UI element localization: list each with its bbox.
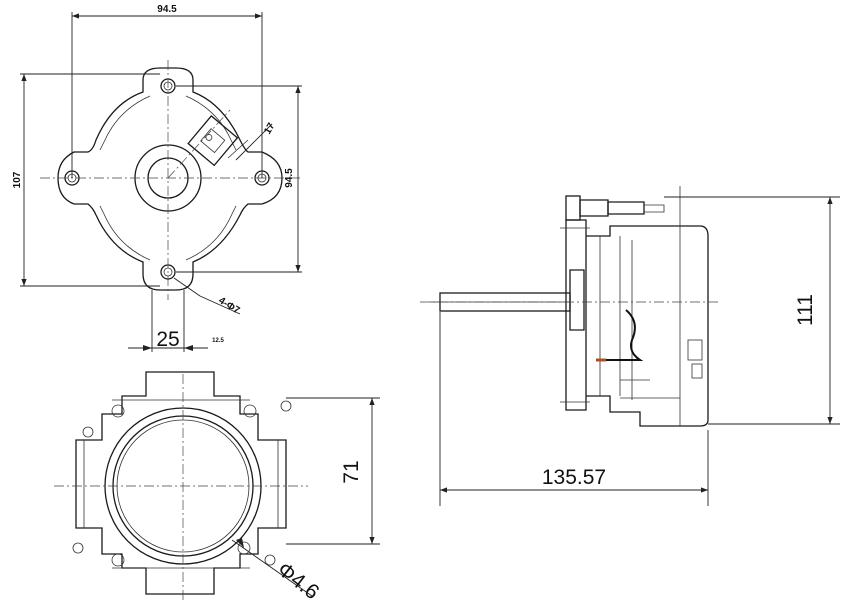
top-view-dimensions: 94.5 107 94.5 17 4-Φ7 xyxy=(12,4,302,317)
side-view xyxy=(420,186,720,427)
dim-right-height: 94.5 xyxy=(284,168,295,188)
dim-bottom-hole: Φ4.6 xyxy=(273,558,323,604)
dim-small-note: 12.5 xyxy=(212,338,224,344)
shaft-dimension: 25 12.5 xyxy=(128,290,224,352)
dim-bottom-height: 71 xyxy=(340,460,363,483)
dim-top-width: 94.5 xyxy=(157,4,177,15)
bottom-view-dimensions: 71 Φ4.6 xyxy=(231,397,380,604)
dim-slot: 17 xyxy=(262,121,277,137)
side-view-dimensions: 135.57 111 xyxy=(439,196,840,506)
bottom-view xyxy=(54,371,308,600)
dim-side-length: 135.57 xyxy=(542,466,606,489)
dim-shaft-width: 25 xyxy=(156,328,179,351)
dim-side-height: 111 xyxy=(794,294,817,326)
dim-left-height: 107 xyxy=(12,171,23,188)
top-view xyxy=(40,60,300,300)
